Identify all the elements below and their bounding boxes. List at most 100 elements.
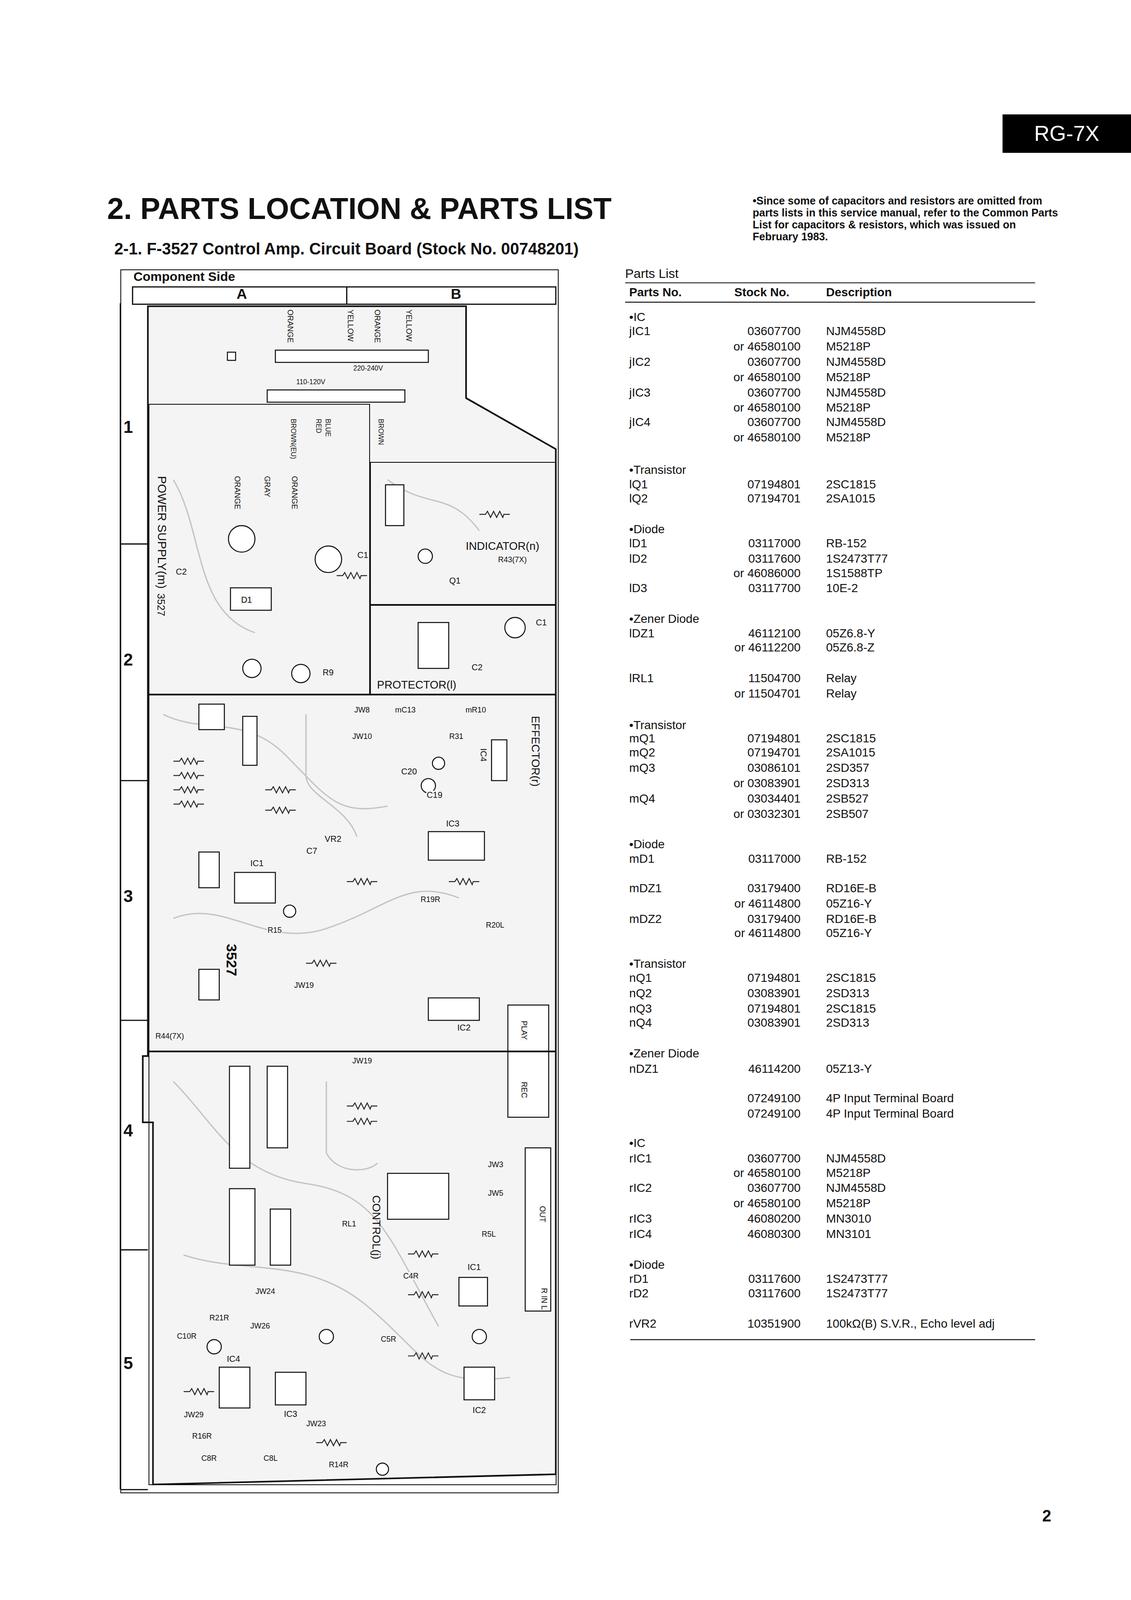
grid-row: 4 <box>123 1121 133 1139</box>
component-label: YELLOW <box>405 308 413 342</box>
stock-number: or 46580100 <box>733 340 801 353</box>
resistor-symbol <box>183 1388 215 1395</box>
component-label: C1 <box>535 617 548 627</box>
component-label: R20L <box>485 921 505 929</box>
resistor-symbol <box>346 1118 378 1125</box>
component-label: IC3 <box>445 819 460 828</box>
table-caption: Parts List <box>625 267 679 280</box>
component <box>242 716 257 766</box>
category-heading: •Diode <box>629 838 665 851</box>
grid-row: 3 <box>123 887 133 905</box>
part-number: jIC4 <box>629 416 651 429</box>
component-label: JW10 <box>351 732 373 741</box>
table-rule <box>625 301 1036 303</box>
component-label: IC1 <box>466 1262 481 1271</box>
part-number: mQ1 <box>629 732 656 745</box>
resistor-symbol <box>173 772 205 779</box>
connector <box>198 851 220 888</box>
resistor-symbol <box>265 786 296 793</box>
grid-divider <box>346 286 348 305</box>
part-number: nQ2 <box>629 987 652 1000</box>
component-label: C10R <box>176 1332 197 1340</box>
resistor-symbol <box>173 757 205 764</box>
description: NJM4558D <box>826 416 887 429</box>
capacitor <box>228 525 255 552</box>
component-label: GRAY <box>263 475 272 498</box>
stock-number: 03117600 <box>748 1272 801 1285</box>
component-label: C2 <box>471 662 484 672</box>
component-label: R IN L <box>540 1287 549 1310</box>
ic-package <box>463 1367 495 1400</box>
component-label: ORANGE <box>286 308 295 344</box>
part-number: lRL1 <box>629 672 654 685</box>
part-number: nQ4 <box>629 1016 652 1029</box>
board-outline <box>142 306 557 1484</box>
part-number: mQ2 <box>629 746 656 759</box>
grid-row: 1 <box>123 418 133 436</box>
description: 2SC1815 <box>826 732 877 745</box>
capacitor <box>472 1329 487 1344</box>
connector <box>275 349 429 363</box>
component <box>267 1066 288 1148</box>
component-label: mC13 <box>394 705 417 714</box>
board-section: CONTROL(j) <box>148 1051 557 1485</box>
description: 2SA1015 <box>826 746 876 759</box>
component-label: JW5 <box>487 1189 504 1197</box>
component-label: JW26 <box>249 1321 271 1330</box>
component-label: IC4 <box>479 747 488 762</box>
description: NJM4558D <box>826 1181 887 1194</box>
description: 1S1588TP <box>826 567 883 580</box>
component-label: R31 <box>448 732 464 741</box>
part-number: lQ2 <box>629 492 648 505</box>
resistor-symbol <box>408 1291 439 1298</box>
description: 2SD313 <box>826 1016 870 1029</box>
row-tick <box>120 1019 149 1021</box>
table-rule <box>625 282 1036 283</box>
stock-number: or 03032301 <box>733 807 801 820</box>
part-number: mQ3 <box>629 761 656 774</box>
component-label: YELLOW <box>346 308 355 342</box>
description: 2SD313 <box>826 777 870 790</box>
component-label: REC <box>520 1081 528 1099</box>
trace <box>163 714 388 809</box>
resistor-symbol <box>408 1352 439 1359</box>
description: M5218P <box>826 431 871 444</box>
component <box>229 1066 251 1169</box>
component <box>270 1208 291 1265</box>
description: RD16E-B <box>826 882 877 895</box>
trace <box>183 1254 511 1379</box>
ic-package <box>275 1372 307 1405</box>
frame <box>120 286 556 1490</box>
component-label: BLUE <box>324 418 332 438</box>
stock-number: 07194801 <box>747 1002 801 1015</box>
connector <box>267 389 406 403</box>
component-label: C5R <box>380 1335 397 1343</box>
part-number: lD3 <box>629 582 648 595</box>
category-heading: •Transistor <box>629 719 686 732</box>
capacitor <box>206 1339 222 1354</box>
stock-number: 03117600 <box>748 1287 801 1300</box>
stock-number: 07194701 <box>747 492 801 505</box>
description: RD16E-B <box>826 912 877 925</box>
page-number: 2 <box>1042 1507 1052 1524</box>
connector <box>385 484 404 526</box>
row-tick <box>120 779 149 782</box>
description: 2SB507 <box>826 807 869 820</box>
description: NJM4558D <box>826 325 887 338</box>
resistor-symbol <box>479 511 511 518</box>
part-number: lD2 <box>629 552 648 565</box>
part-number: lD1 <box>629 537 648 550</box>
table-rules <box>625 282 1036 1340</box>
component-label: JW29 <box>183 1410 205 1419</box>
component-label: JW8 <box>353 705 371 714</box>
component-label: mR10 <box>465 705 487 714</box>
stock-number: 46080300 <box>747 1227 801 1240</box>
description: 4P Input Terminal Board <box>826 1107 954 1120</box>
component-label: 110-120V <box>295 378 326 386</box>
capacitor <box>283 904 296 918</box>
relay <box>418 622 449 669</box>
component-label: BROWN <box>377 418 385 446</box>
copper-traces <box>163 479 510 1379</box>
part-number: nQ1 <box>629 971 652 984</box>
